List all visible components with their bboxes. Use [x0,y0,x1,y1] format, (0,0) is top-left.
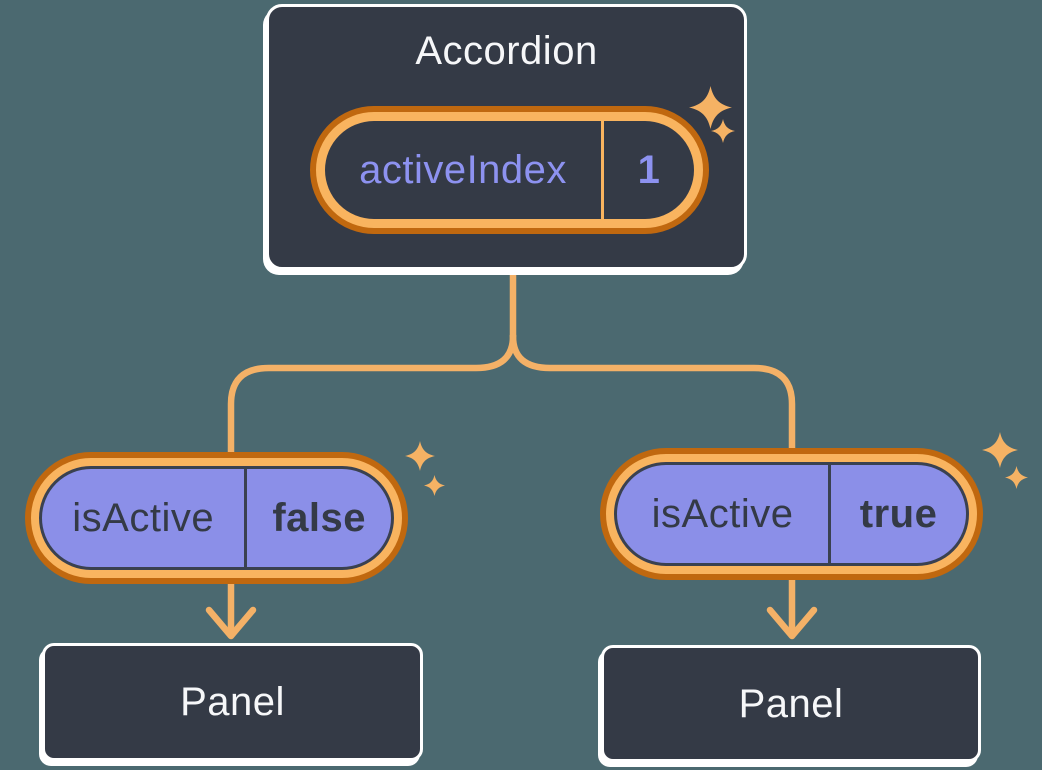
prop-value: true [859,492,938,536]
arrowhead-right-icon [766,606,818,640]
panel-label: Panel [180,680,285,724]
connector-branch-left [227,332,517,638]
prop-name: isActive [651,492,794,536]
accordion-title: Accordion [415,29,598,73]
state-pill-body: activeIndex 1 [325,121,694,219]
sparkle-icon [424,475,445,496]
prop-pill-divider [244,469,248,567]
arrowhead-left-icon [205,606,257,640]
prop-pill-left-body: isActive false [39,466,394,570]
panel-node-right: Panel [601,645,981,762]
sparkle-icon [982,432,1018,468]
panel-label: Panel [738,681,844,726]
accordion-node: Accordion activeIndex 1 [266,4,747,270]
state-pill-divider [601,121,604,219]
sparkle-icon [1005,466,1028,489]
prop-value: false [272,496,367,540]
connector-branch-right [509,332,796,638]
prop-pill-divider [828,465,832,563]
prop-pill-right: isActive true [600,448,983,580]
sparkle-icon [405,441,435,471]
state-value: 1 [637,148,661,192]
state-pill: activeIndex 1 [310,106,709,234]
state-name: activeIndex [359,148,567,192]
prop-pill-right-body: isActive true [614,462,969,566]
prop-pill-left: isActive false [25,452,408,584]
sparkle-icon [711,119,735,143]
panel-node-left: Panel [42,643,423,761]
prop-name: isActive [72,496,215,540]
sparkle-icon [689,86,732,129]
